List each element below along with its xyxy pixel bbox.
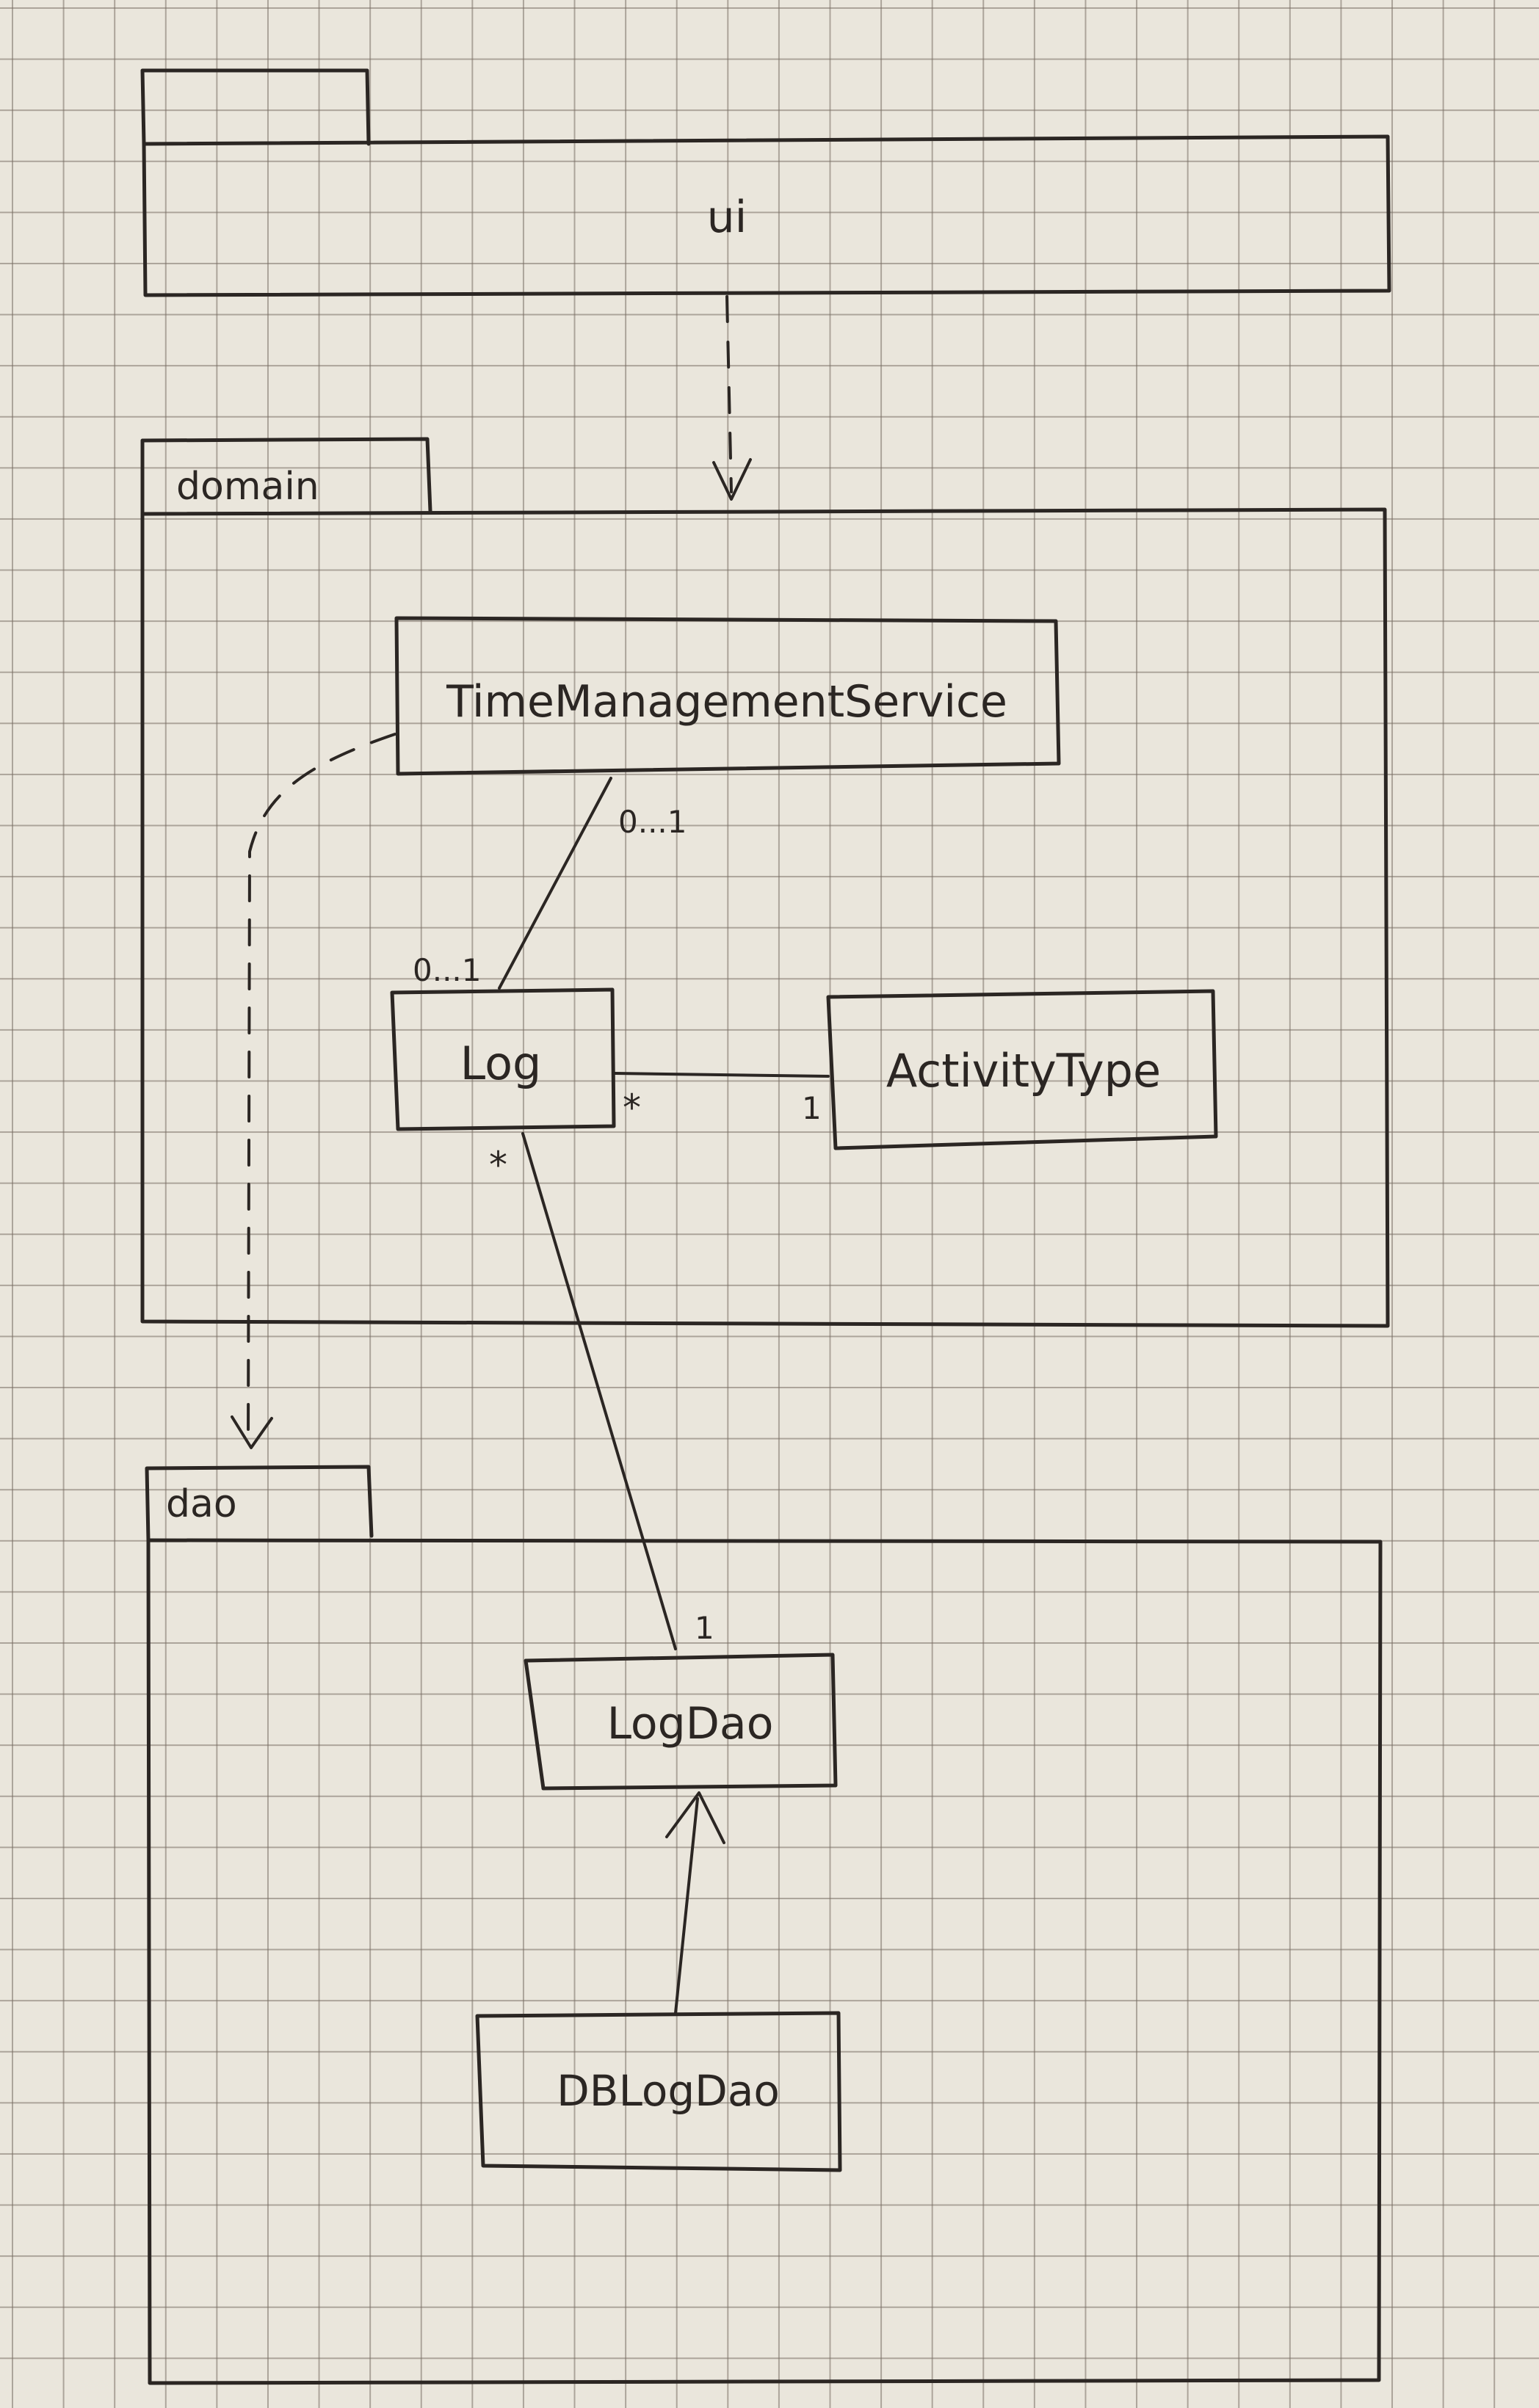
class-activity-type-label: ActivityType bbox=[886, 1044, 1161, 1098]
realization-dblogdao-logdao bbox=[665, 1791, 725, 2014]
multiplicity-activity-end: 1 bbox=[802, 1090, 822, 1126]
package-domain-tab bbox=[140, 437, 432, 516]
package-dao-label: dao bbox=[166, 1482, 237, 1526]
package-ui: ui bbox=[140, 68, 1391, 297]
class-time-management-service: TimeManagementService bbox=[394, 616, 1061, 776]
dependency-ui-arrowhead bbox=[712, 458, 752, 501]
dependency-service-to-dao bbox=[231, 733, 396, 1449]
class-log-dao-label: LogDao bbox=[607, 1698, 774, 1749]
multiplicity-logdao-end: 1 bbox=[695, 1610, 714, 1646]
association-log-activity-type: * 1 bbox=[614, 1072, 830, 1129]
package-domain-label: domain bbox=[176, 465, 319, 509]
class-db-log-dao: DBLogDao bbox=[475, 2011, 842, 2172]
class-db-log-dao-label: DBLogDao bbox=[557, 2066, 780, 2116]
package-ui-body bbox=[142, 134, 1391, 297]
class-activity-type: ActivityType bbox=[826, 989, 1218, 1150]
class-log: Log bbox=[390, 987, 616, 1131]
class-log-label: Log bbox=[460, 1037, 542, 1090]
package-ui-label: ui bbox=[707, 192, 747, 243]
realization-arrowhead bbox=[665, 1791, 725, 1844]
package-dao: dao bbox=[145, 1465, 1383, 2385]
association-log-logdao: * 1 bbox=[489, 1132, 714, 1650]
package-dao-body bbox=[146, 1538, 1383, 2385]
association-service-log: 0...1 0...1 bbox=[413, 777, 687, 990]
package-domain: domain bbox=[140, 437, 1390, 1328]
multiplicity-log-end-activity: * bbox=[623, 1087, 641, 1129]
class-log-dao: LogDao bbox=[524, 1653, 838, 1791]
dependency-dao-arrowhead bbox=[231, 1415, 273, 1449]
package-ui-tab bbox=[140, 68, 371, 146]
dependency-ui-to-domain bbox=[712, 295, 752, 501]
package-domain-body bbox=[140, 507, 1390, 1328]
multiplicity-service-end: 0...1 bbox=[618, 804, 687, 840]
multiplicity-log-end-dao: * bbox=[489, 1144, 507, 1186]
multiplicity-log-end-service: 0...1 bbox=[413, 952, 482, 988]
package-dao-tab bbox=[145, 1465, 374, 1542]
class-time-management-service-label: TimeManagementService bbox=[446, 676, 1007, 728]
